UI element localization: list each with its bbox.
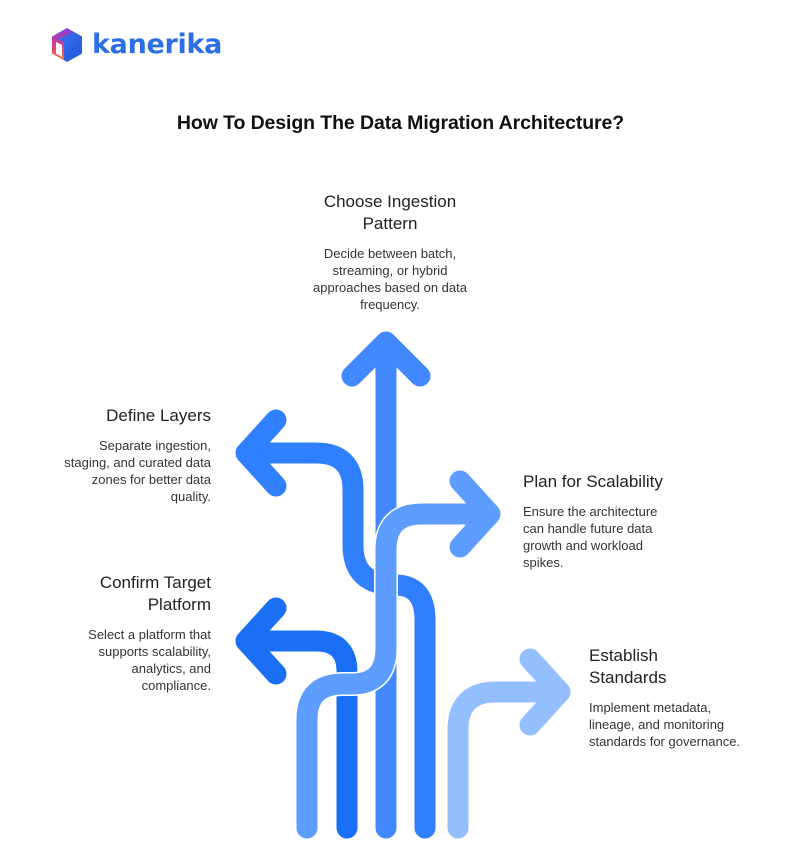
desc-line: frequency. — [360, 297, 420, 312]
desc-line: spikes. — [523, 555, 564, 570]
heading-line: Pattern — [362, 214, 418, 233]
desc-line: quality. — [170, 489, 211, 504]
hexagon-cube-icon — [52, 28, 82, 62]
desc-line: can handle future data — [523, 521, 653, 536]
desc-line: zones for better data — [91, 472, 211, 487]
step-description: Decide between batch, streaming, or hybr… — [290, 245, 490, 313]
step-description: Ensure the architecture can handle futur… — [523, 503, 723, 571]
desc-line: Ensure the architecture — [523, 504, 658, 519]
brand-name: kanerika — [92, 28, 223, 60]
step-define-layers: Define Layers Separate ingestion, stagin… — [30, 405, 211, 505]
desc-line: Implement metadata, — [589, 700, 712, 715]
desc-line: standards for governance. — [589, 734, 741, 749]
page-title: How To Design The Data Migration Archite… — [176, 112, 625, 134]
step-heading: Choose Ingestion Pattern — [290, 191, 490, 235]
heading-line: Choose Ingestion — [323, 192, 457, 211]
establish-standards-arrow — [447, 648, 571, 839]
step-description: Select a platform that supports scalabil… — [50, 626, 211, 694]
desc-line: lineage, and monitoring — [589, 717, 725, 732]
heading-line: Confirm Target — [99, 573, 211, 592]
define-layers-arrow — [235, 409, 436, 839]
desc-line: growth and workload — [523, 538, 643, 553]
step-heading: Establish Standards — [589, 645, 789, 689]
step-plan-for-scalability: Plan for Scalability Ensure the architec… — [523, 471, 723, 571]
desc-line: supports scalability, — [98, 644, 211, 659]
plan-scalability-arrow — [295, 470, 501, 840]
desc-line: streaming, or hybrid — [332, 263, 448, 278]
step-establish-standards: Establish Standards Implement metadata, … — [589, 645, 789, 750]
step-heading: Confirm Target Platform — [50, 572, 211, 616]
step-description: Separate ingestion, staging, and curated… — [30, 437, 211, 505]
step-heading: Plan for Scalability — [523, 471, 723, 493]
heading-line: Establish — [589, 646, 658, 665]
heading-line: Platform — [147, 595, 211, 614]
desc-line: compliance. — [141, 678, 211, 693]
heading-line: Define Layers — [106, 406, 211, 425]
desc-line: staging, and curated data — [64, 455, 211, 470]
step-heading: Define Layers — [30, 405, 211, 427]
step-description: Implement metadata, lineage, and monitor… — [589, 699, 789, 750]
confirm-target-arrow — [235, 597, 358, 839]
desc-line: analytics, and — [131, 661, 212, 676]
desc-line: Decide between batch, — [323, 246, 457, 261]
step-confirm-target-platform: Confirm Target Platform Select a platfor… — [50, 572, 211, 694]
heading-line: Standards — [589, 668, 667, 687]
heading-line: Plan for Scalability — [523, 472, 663, 491]
brand-logo: kanerika — [50, 27, 222, 63]
desc-line: Separate ingestion, — [98, 438, 211, 453]
step-choose-ingestion-pattern: Choose Ingestion Pattern Decide between … — [290, 191, 490, 313]
desc-line: approaches based on data — [313, 280, 467, 295]
desc-line: Select a platform that — [88, 627, 211, 642]
